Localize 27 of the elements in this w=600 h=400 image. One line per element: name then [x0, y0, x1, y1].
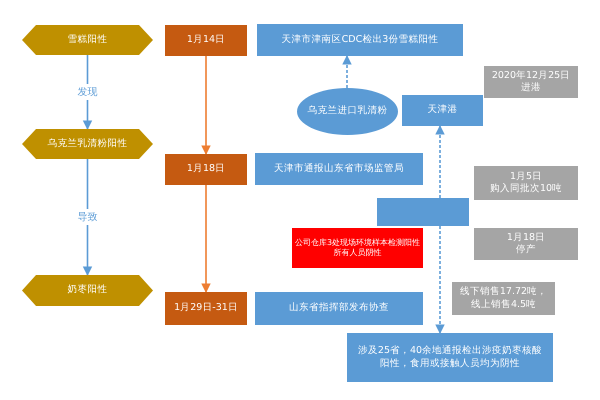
note-box: 1月5日 购入同批次10吨	[474, 166, 578, 200]
edge-label: 发现	[76, 84, 100, 100]
date-box: 1月14日	[165, 25, 247, 56]
process-box: 天津市通报山东省市场监管局	[255, 153, 423, 185]
process-box: 天津市津南区CDC检出3份雪糕阳性	[257, 24, 463, 56]
note-box: 2020年12月25日 进港	[484, 66, 578, 98]
process-box: 山东省指挥部发布协查	[255, 292, 423, 325]
hexagon-box: 乌克兰乳清粉阳性	[22, 129, 153, 159]
hexagon-box: 雪糕阳性	[22, 25, 153, 55]
date-box: 1月29日-31日	[165, 292, 247, 325]
edge-label: 导致	[76, 209, 100, 225]
hexagon-box: 奶枣阳性	[22, 275, 153, 306]
arrow	[342, 55, 352, 88]
arrow	[82, 55, 92, 130]
arrow	[201, 56, 211, 155]
alert-box: 公司仓库3处现场环境样本检测阳性 所有人员阴性	[292, 228, 423, 268]
ellipse-node: 乌克兰进口乳清粉	[297, 88, 398, 135]
arrow	[201, 185, 211, 293]
arrow	[435, 226, 445, 334]
empty-box	[377, 198, 469, 226]
arrow	[435, 125, 445, 198]
note-box: 1月18日 停产	[474, 228, 578, 260]
arrow	[82, 159, 92, 276]
process-box: 涉及25省，40余地通报检出涉疫奶枣核酸阳性，食用或接触人员均为阴性	[347, 333, 553, 382]
date-box: 1月18日	[165, 154, 247, 185]
note-box: 线下销售17.72吨，线上销售4.5吨	[452, 282, 555, 315]
process-box: 天津港	[402, 95, 483, 126]
